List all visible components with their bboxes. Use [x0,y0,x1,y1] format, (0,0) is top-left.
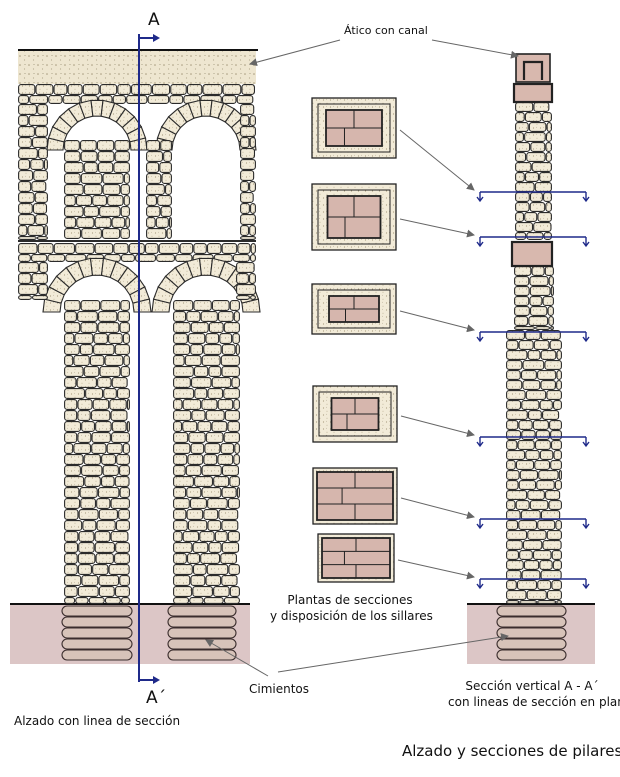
leader-plan-2 [399,218,475,238]
pillar-section-plans [311,97,590,590]
upper-arch-right [155,99,257,151]
upper-spandrel [18,84,256,104]
foundation-vertical-section [496,605,567,661]
vertical-cut-lines [476,191,590,590]
upper-pier-edge-right [240,104,256,240]
attic-label: Ático con canal [344,24,428,37]
leader-plan-5 [400,497,475,520]
plan-section-4 [312,385,398,443]
leader-lines [205,39,519,677]
vertical-section-caption-line2: con lineas de sección en planta [448,695,620,709]
vertical-attic-cap [510,53,554,268]
lower-spandrel [18,243,256,262]
upper-arch-left [46,99,148,151]
plans-caption-line2: y disposición de los sillares [270,609,433,623]
plan-section-5 [312,467,398,525]
plan-section-2 [311,183,397,251]
leader-foundation-left [205,639,269,677]
vertical-lower-shaft [506,330,562,604]
plans-caption: Plantas de secciones y disposición de lo… [270,592,433,624]
foundation-right [167,605,237,661]
leader-foundation-right [277,633,509,673]
lower-arch-left [42,257,152,313]
vertical-section-caption: Sección vertical A - A´ con lineas de se… [448,678,620,710]
leader-plan-1 [399,129,475,191]
lower-haunch-right [236,262,256,300]
leader-plan-6 [397,559,475,580]
leader-plan-3 [399,310,475,333]
plan-section-6 [317,533,395,583]
section-line-a-a [138,34,160,684]
section-label-a-prime: A´ [146,688,167,708]
plan-section-1 [311,97,397,159]
vertical-section-caption-line1: Sección vertical A - A´ [465,679,599,693]
plan-section-3 [311,283,397,335]
lower-haunch-left [18,262,48,300]
elevation-caption: Alzado con linea de sección [14,714,181,728]
upper-pier-left [64,140,130,239]
plans-caption-line1: Plantas de secciones [287,593,413,607]
leader-attic-left [249,39,341,67]
vertical-mid-shaft [514,266,554,330]
section-label-a: A [148,10,160,30]
leader-attic-right [431,39,519,59]
attic-band [18,49,258,84]
lower-pier-left [64,300,130,604]
vertical-upper-shaft [515,102,552,240]
upper-pier-center [146,140,172,239]
lower-pier-right [173,300,240,604]
leader-plan-4 [400,415,475,438]
foundation-left [61,605,133,661]
foundations-label: Cimientos [249,682,310,696]
upper-pier-edge-left [18,104,48,240]
masonry-drawing [18,53,567,661]
figure-title: Alzado y secciones de pilares [402,742,620,760]
